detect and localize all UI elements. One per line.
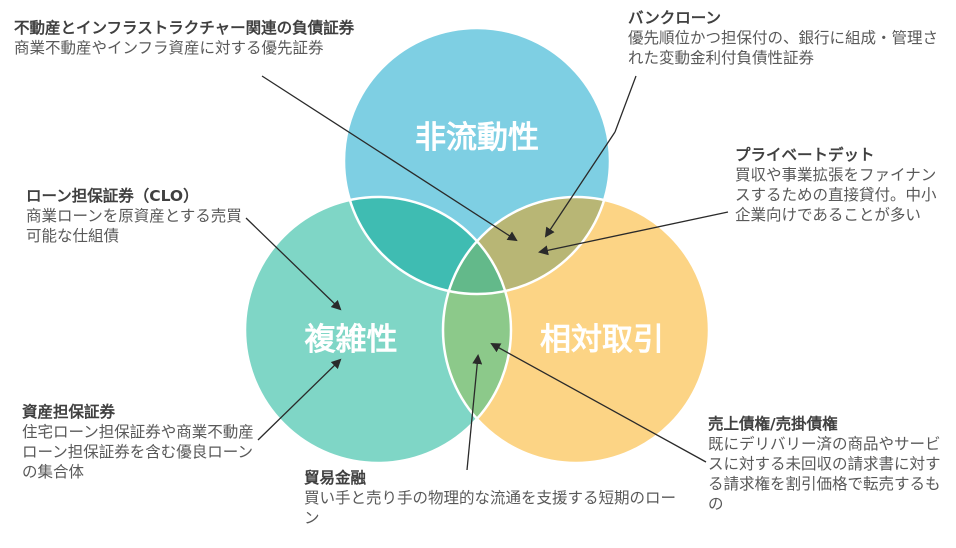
complexity-circle-outline <box>243 195 513 465</box>
annotation-cre-infra: 不動産とインフラストラクチャー関連の負債証券 商業不動産やインフラ資産に対する優… <box>14 18 394 58</box>
annotation-desc: 買い手と売り手の物理的な流通を支援する短期のローン <box>304 489 677 527</box>
annotation-title: 売上債権/売掛債権 <box>708 415 838 433</box>
arrow-abs <box>257 358 342 441</box>
annotation-desc: 優先順位かつ担保付の、銀行に組成・管理された変動金利付負債性証券 <box>628 29 939 67</box>
annotation-title: 不動産とインフラストラクチャー関連の負債証券 <box>14 19 355 37</box>
arrow-trade-finance <box>466 354 483 471</box>
annotation-desc: 商業不動産やインフラ資産に対する優先証券 <box>14 39 324 57</box>
annotation-private-debt: プライベートデット 買収や事業拡張をファイナンスするための直接貸付。中小企業向け… <box>735 145 947 225</box>
annotation-title: バンクローン <box>628 9 722 27</box>
annotation-desc: 買収や事業拡張をファイナンスするための直接貸付。中小企業向けであることが多い <box>735 166 937 224</box>
arrow-bank-loans <box>614 75 637 133</box>
arrow-bank-loans-tail <box>544 131 616 238</box>
arrow-cre-infra <box>261 75 518 242</box>
annotation-trade-finance: 貿易金融 買い手と売り手の物理的な流通を支援する短期のローン <box>304 468 682 528</box>
arrow-private-debt <box>538 211 729 256</box>
overlap-illiquidity-complexity <box>344 197 511 294</box>
arrow-clo <box>245 217 342 311</box>
annotation-bank-loans: バンクローン 優先順位かつ担保付の、銀行に組成・管理された変動金利付負債性証券 <box>628 8 946 68</box>
annotation-desc: 商業ローンを原資産とする売買可能な仕組債 <box>26 207 242 245</box>
overlap-illiquidity-bilateral <box>443 197 610 294</box>
bilateral-label: 相対取引 <box>540 322 664 358</box>
illiquidity-circle-outline <box>342 26 612 296</box>
annotation-title: プライベートデット <box>735 146 875 164</box>
annotation-title: 貿易金融 <box>304 469 367 487</box>
annotation-receivables: 売上債権/売掛債権 既にデリバリー済の商品やサービスに対する未回収の請求書に対す… <box>708 414 944 514</box>
arrow-receivables <box>490 343 707 463</box>
annotation-title: ローン担保証券（CLO） <box>26 187 199 205</box>
illiquidity-label: 非流動性 <box>415 120 539 156</box>
annotation-desc: 住宅ローン担保証券や商業不動産ローン担保証券を含む優良ローンの集合体 <box>22 423 254 481</box>
annotation-abs: 資産担保証券 住宅ローン担保証券や商業不動産ローン担保証券を含む優良ローンの集合… <box>22 402 258 482</box>
annotation-desc: 既にデリバリー済の商品やサービスに対する未回収の請求書に対する請求権を割引価格で… <box>708 435 941 513</box>
annotation-title: 資産担保証券 <box>22 403 116 421</box>
complexity-label: 複雑性 <box>305 322 398 358</box>
annotation-clo: ローン担保証券（CLO） 商業ローンを原資産とする売買可能な仕組債 <box>26 186 248 246</box>
bilateral-circle-outline <box>441 195 711 465</box>
